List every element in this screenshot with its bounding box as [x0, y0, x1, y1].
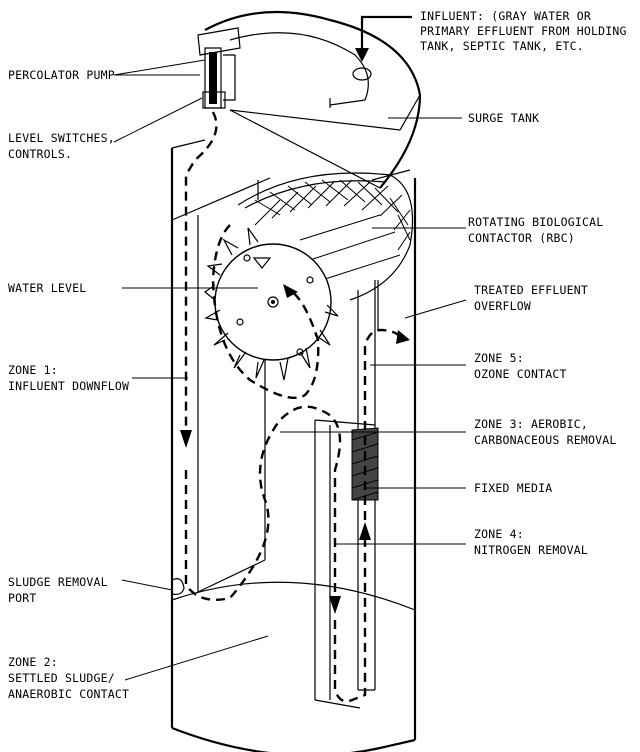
svg-text:ANAEROBIC CONTACT: ANAEROBIC CONTACT: [8, 687, 129, 701]
label-influent: INFLUENT: (GRAY WATER OR PRIMARY EFFLUEN…: [420, 9, 627, 53]
svg-text:PRIMARY EFFLUENT FROM HOLDING: PRIMARY EFFLUENT FROM HOLDING: [420, 24, 627, 38]
svg-text:PORT: PORT: [8, 591, 37, 605]
label-fixed-media: FIXED MEDIA: [474, 481, 552, 495]
svg-text:ZONE 3: AEROBIC,: ZONE 3: AEROBIC,: [474, 417, 588, 431]
svg-text:TANK, SEPTIC TANK, ETC.: TANK, SEPTIC TANK, ETC.: [420, 39, 584, 53]
percolator-pump: [197, 27, 241, 109]
svg-text:LEVEL SWITCHES,: LEVEL SWITCHES,: [8, 131, 115, 145]
svg-text:OVERFLOW: OVERFLOW: [474, 299, 531, 313]
label-surge-tank: SURGE TANK: [468, 111, 539, 125]
svg-text:NITROGEN REMOVAL: NITROGEN REMOVAL: [474, 543, 588, 557]
label-rbc: ROTATING BIOLOGICAL CONTACTOR (RBC): [468, 215, 603, 245]
flow-path: [180, 111, 410, 703]
label-level-switches: LEVEL SWITCHES, CONTROLS.: [8, 131, 115, 161]
svg-text:CARBONACEOUS REMOVAL: CARBONACEOUS REMOVAL: [474, 433, 616, 447]
label-treated-effluent: TREATED EFFLUENT OVERFLOW: [474, 283, 588, 313]
label-zone2: ZONE 2: SETTLED SLUDGE/ ANAEROBIC CONTAC…: [8, 655, 129, 701]
label-zone4: ZONE 4: NITROGEN REMOVAL: [474, 527, 588, 557]
svg-text:SLUDGE REMOVAL: SLUDGE REMOVAL: [8, 575, 108, 589]
sludge-port: [171, 578, 185, 595]
svg-text:FIXED MEDIA: FIXED MEDIA: [474, 481, 552, 495]
label-zone5: ZONE 5: OZONE CONTACT: [474, 351, 567, 381]
label-percolator-pump: PERCOLATOR PUMP: [8, 68, 115, 82]
label-water-level: WATER LEVEL: [8, 281, 86, 295]
svg-text:CONTACTOR (RBC): CONTACTOR (RBC): [468, 231, 575, 245]
svg-text:ROTATING BIOLOGICAL: ROTATING BIOLOGICAL: [468, 215, 603, 229]
svg-text:ZONE 4:: ZONE 4:: [474, 527, 524, 541]
rbc-disk: [203, 227, 339, 381]
svg-text:PERCOLATOR PUMP: PERCOLATOR PUMP: [8, 68, 115, 82]
svg-text:CONTROLS.: CONTROLS.: [8, 147, 72, 161]
svg-text:INFLUENT DOWNFLOW: INFLUENT DOWNFLOW: [8, 379, 129, 393]
label-zone1: ZONE 1: INFLUENT DOWNFLOW: [8, 363, 129, 393]
label-zone3: ZONE 3: AEROBIC, CARBONACEOUS REMOVAL: [474, 417, 616, 447]
influent-arrow: [355, 15, 412, 62]
svg-text:ZONE 1:: ZONE 1:: [8, 363, 58, 377]
svg-text:INFLUENT: (GRAY WATER OR: INFLUENT: (GRAY WATER OR: [420, 9, 591, 23]
tank-cylinder: [170, 139, 417, 752]
svg-text:WATER LEVEL: WATER LEVEL: [8, 281, 86, 295]
rbc-drum: [237, 172, 414, 301]
svg-text:ZONE 5:: ZONE 5:: [474, 351, 524, 365]
svg-text:TREATED EFFLUENT: TREATED EFFLUENT: [474, 283, 588, 297]
leader-lines: [113, 59, 467, 681]
svg-text:ZONE 2:: ZONE 2:: [8, 655, 58, 669]
svg-text:OZONE CONTACT: OZONE CONTACT: [474, 367, 567, 381]
label-sludge-port: SLUDGE REMOVAL PORT: [8, 575, 108, 605]
svg-text:SURGE TANK: SURGE TANK: [468, 111, 539, 125]
surge-tank: [204, 10, 422, 189]
svg-text:SETTLED SLUDGE/: SETTLED SLUDGE/: [8, 671, 115, 685]
